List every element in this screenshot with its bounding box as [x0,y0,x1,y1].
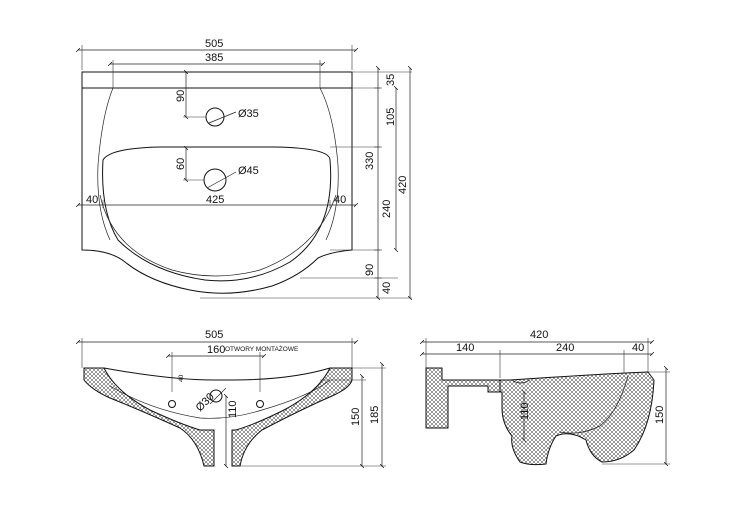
dim-side-150: 150 [654,406,666,424]
mounting-hole-left [168,400,176,408]
dim-front-110: 110 [227,400,239,418]
basin-top-outline [81,71,353,294]
drain-hole-front [209,389,223,403]
tap-hole [205,107,225,127]
bowl-inner [99,194,337,277]
dim-240: 240 [381,200,393,218]
dim-top-425: 425 [206,194,224,206]
dim-front-40: 40 [381,282,393,294]
dim-35: 35 [385,74,397,86]
basin-front-section [83,367,215,467]
dim-front-160: 160 [207,344,225,356]
dim-330: 330 [364,152,376,170]
dim-left-40: 40 [86,194,98,206]
dim-side-110: 110 [519,402,531,420]
bowl-outline [102,146,332,282]
dim-tap-diameter: Ø35 [238,108,259,120]
basin-front-rim [84,367,352,381]
dim-side-420: 420 [530,329,548,341]
rear-hump [97,87,339,241]
dim-side-40: 40 [632,342,644,354]
top-view: 505 385 90 Ø35 60 Ø45 40 40 425 35 105 2 [78,38,412,298]
dim-side-140: 140 [456,342,474,354]
dim-front-505: 505 [205,329,223,341]
dim-front-drain-diameter: Ø30 [194,391,217,414]
dim-top-90: 90 [175,90,187,102]
dim-drain-diameter: Ø45 [238,165,259,177]
dim-top-505: 505 [205,38,223,50]
dim-top-60: 60 [175,158,187,170]
basin-front-section-right [231,367,353,467]
side-bowl-inner [511,375,629,434]
dim-front-150: 150 [350,408,362,426]
dim-90: 90 [364,264,376,276]
dim-420: 420 [397,176,409,194]
side-view: 420 140 240 40 110 150 [422,329,670,465]
mounting-hole-right [256,400,264,408]
side-front-section [499,371,655,466]
dim-side-240: 240 [556,342,574,354]
mounting-holes-note: OTWORY MONTAŻOWE [225,344,299,353]
dim-front-185: 185 [369,406,381,424]
dim-right-40: 40 [334,194,346,206]
front-view: 505 160 OTWORY MONTAŻOWE Ø30 40 110 150 … [78,329,386,466]
dim-top-385: 385 [205,52,223,64]
side-back-section [425,367,501,429]
dim-105: 105 [385,108,397,126]
dim-front-40-small: 40 [178,374,185,382]
